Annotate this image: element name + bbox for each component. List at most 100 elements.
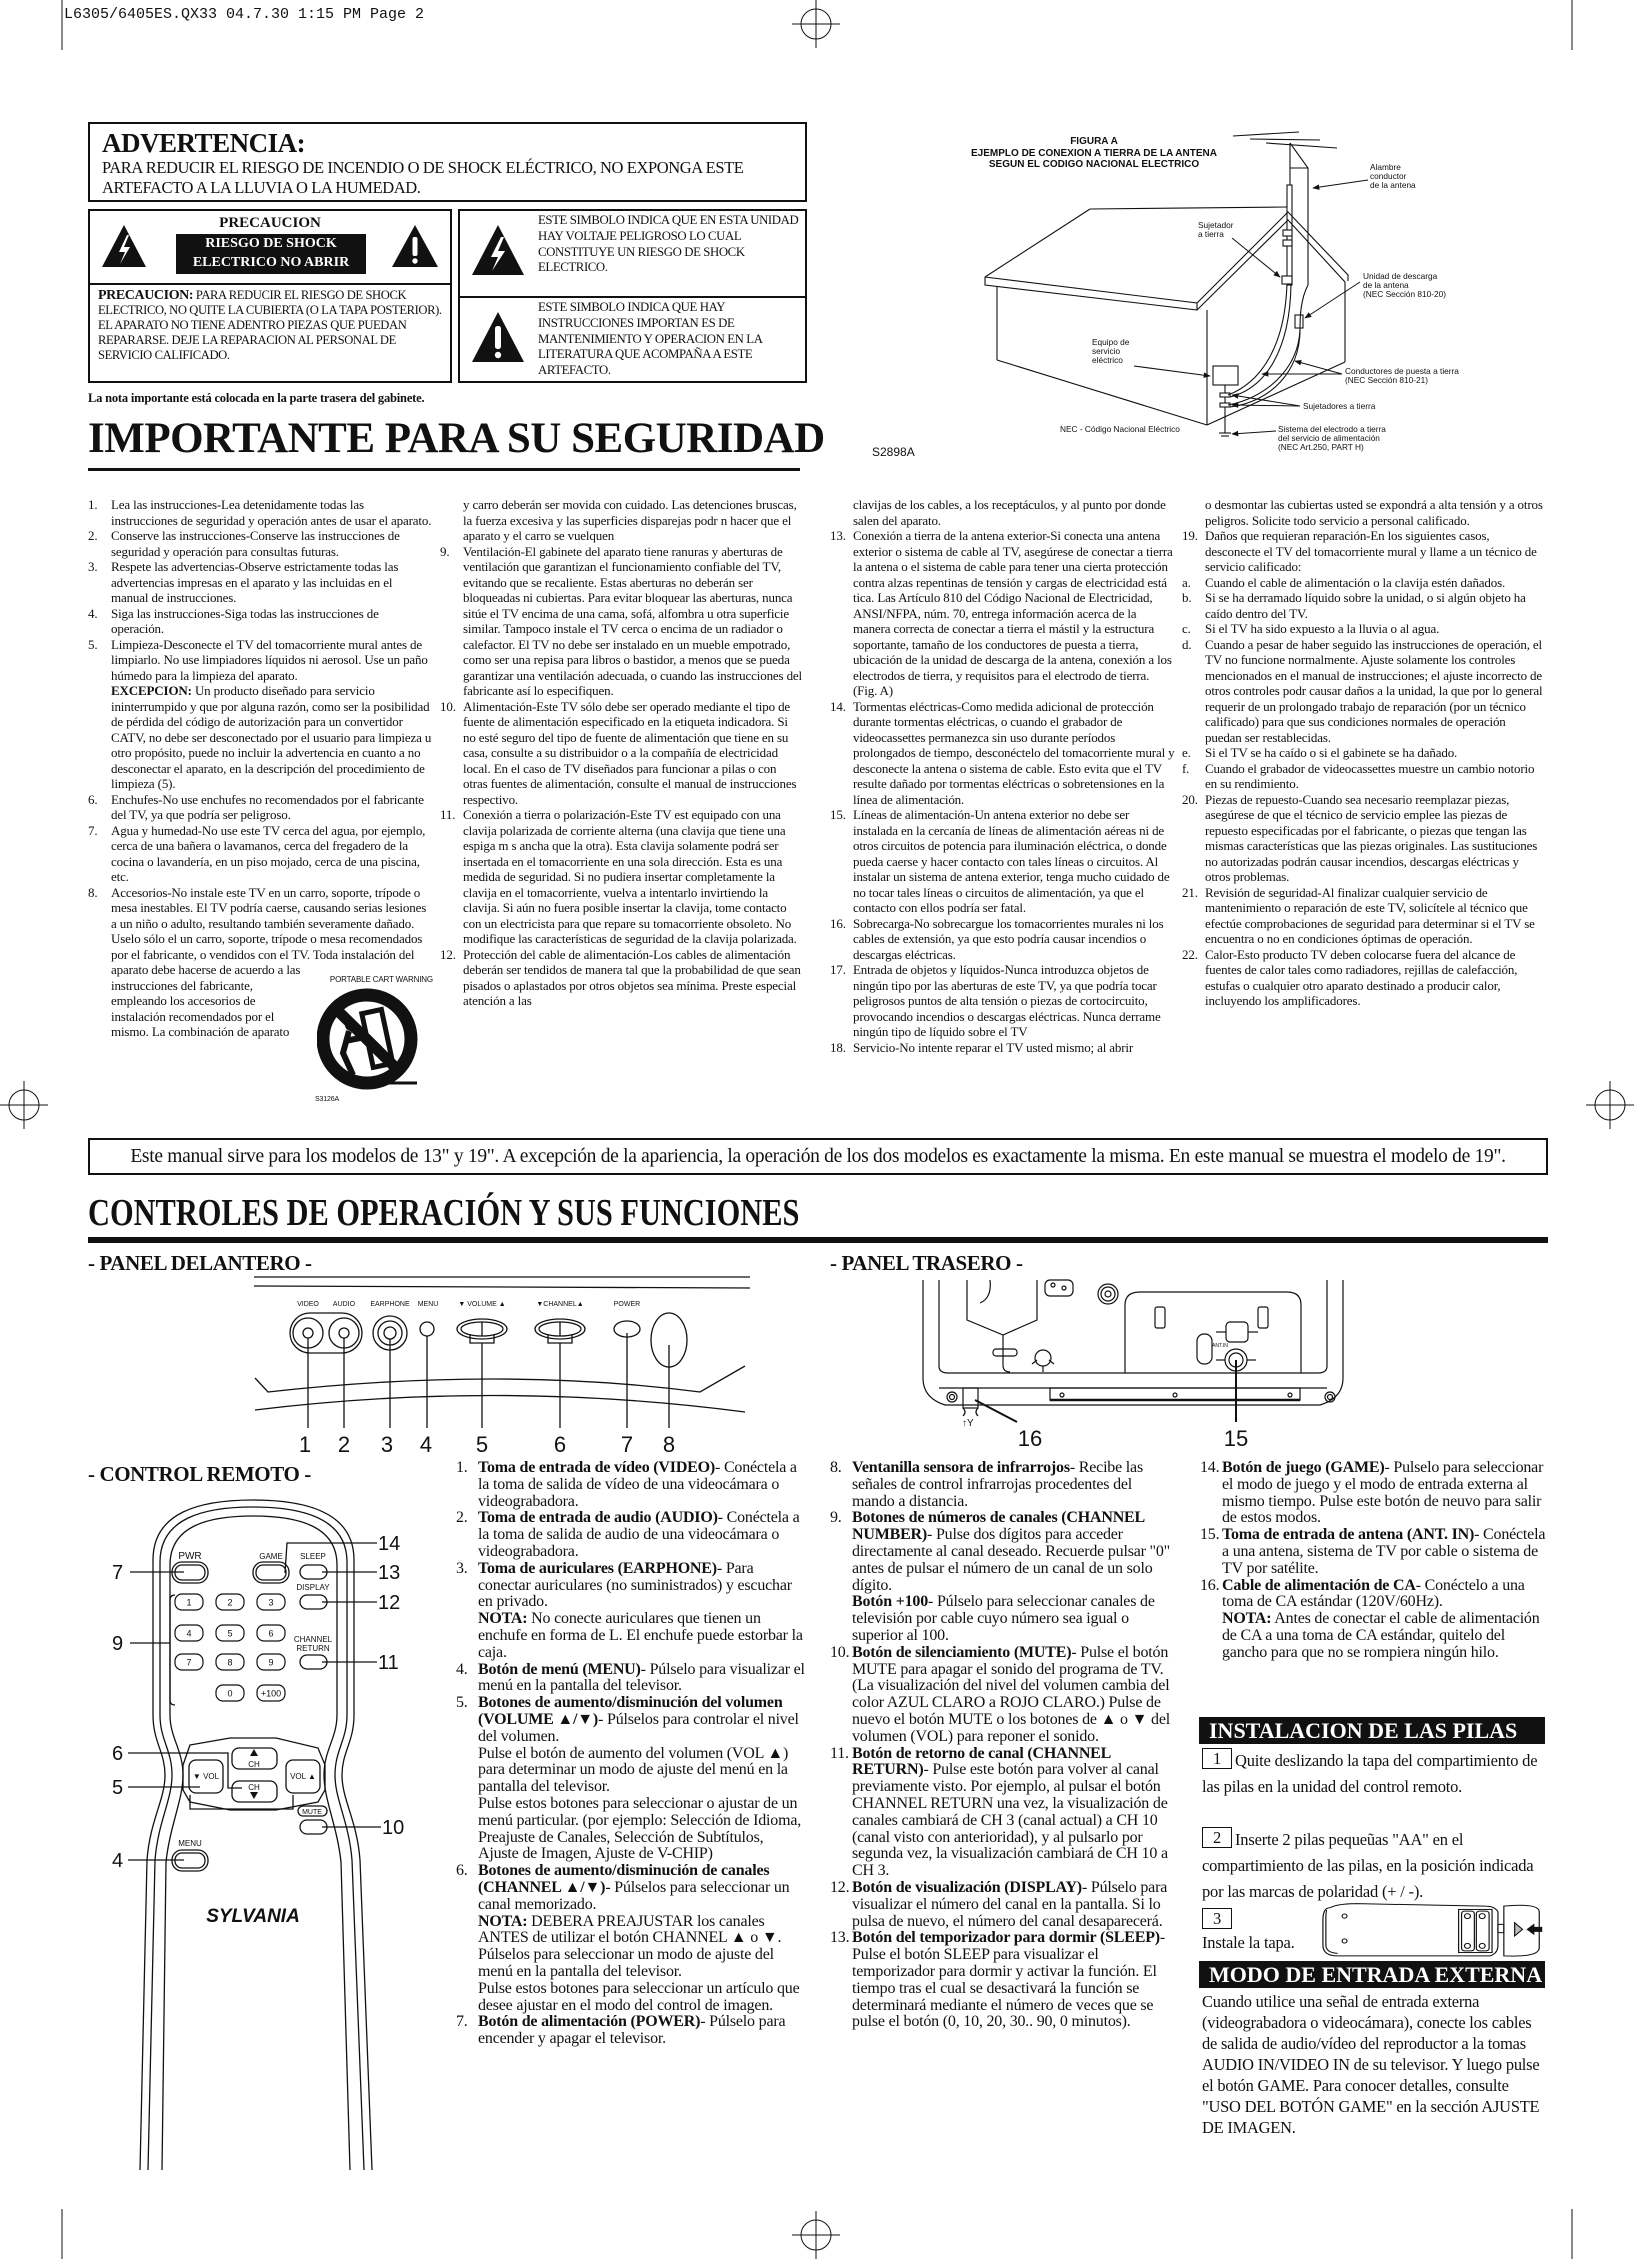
print-slug: L6305/6405ES.QX33 04.7.30 1:15 PM Page 2 [64,6,425,23]
remote-key-8 [215,1653,245,1671]
safety-item: b.Si se ha derramado líquido sobre la un… [1182,590,1544,621]
callout-number: 15 [1224,1426,1248,1450]
cart-tipover-icon [317,988,418,1090]
item-number: 20. [1182,791,1198,807]
control-item: 4.Botón de menú (MENU)- Púlselo para vis… [456,1660,806,1696]
vol-up-label: VOL ▲ [290,1772,316,1781]
item-text: - Púlselos para seleccionar un canal mem… [478,1878,790,1913]
lightning-triangle-icon [102,225,146,267]
item-text: - Pulse este botón para volver al canal … [852,1761,1168,1880]
model-note: Este manual sirve para los modelos de 13… [88,1138,1548,1175]
item-title: Botones de aumento/disminución de canale… [478,1862,770,1896]
item-note: Botón +100- Púlselo para seleccionar can… [852,1593,1176,1644]
item-number: 19. [1182,528,1198,543]
control-item: 16.Cable de alimentación de CA- Conéctel… [1200,1576,1550,1662]
item-number: 3. [456,1559,468,1577]
step-number: 1 [1202,1748,1232,1769]
safety-item: EXCEPCION: Un producto diseñado para ser… [88,683,433,792]
item-number: 5. [88,636,98,652]
item-number: 9. [440,543,450,559]
safety-item: 14.Tormentas eléctricas-Como medida adic… [830,699,1176,808]
game-label: GAME [259,1552,283,1561]
warning-text: PARA REDUCIR EL RIESGO DE INCENDIO O DE … [102,158,744,197]
item-text: Accesorios-No instale este TV en un carr… [111,884,427,1040]
item-number: 13. [830,1929,850,1947]
note-bold: Botón +100 [852,1593,929,1611]
safety-column: clavijas de los cables, a los receptácul… [830,497,1176,1117]
item-number: 4. [456,1660,468,1678]
item-number: 22. [1182,946,1198,962]
safety-item: 20.Piezas de repuesto-Cuando sea necesar… [1182,792,1544,885]
item-title: Botón de visualización (DISPLAY) [852,1878,1082,1896]
control-item: 10.Botón de silenciamiento (MUTE)- Pulse… [830,1644,1176,1746]
remote-label: - CONTROL REMOTO - [88,1462,311,1486]
item-title: Botón del temporizador para dormir (SLEE… [852,1929,1160,1947]
safety-column: o desmontar las cubiertas usted se expon… [1182,497,1544,1117]
safety-item: 7.Agua y humedad-No use este TV cerca de… [88,823,433,885]
safety-item: 17.Entrada de objetos y líquidos-Nunca i… [830,962,1176,1040]
callout-number: 2 [338,1432,350,1457]
item-number: 11. [830,1744,849,1762]
caution-label: PRECAUCION: [98,288,194,303]
callout-number: 4 [112,1850,123,1872]
item-number: 12. [830,1878,850,1896]
note-text: No conecte auriculares que tienen un enc… [478,1610,803,1661]
item-text: Calor-Esto producto TV deben colocarse f… [1205,946,1518,1009]
safety-item: 11.Conexión a tierra o polarización-Este… [440,807,802,947]
front-panel-label: POWER [614,1301,640,1308]
item-note: Pulse estos botones para seleccionar o a… [478,1795,806,1863]
item-text: - Conéctela a una antena, sistema de TV … [1222,1526,1546,1577]
note-text: Pulse estos botones para seleccionar un … [478,1979,800,2014]
item-number: 6. [456,1862,468,1880]
safety-item: c.Si el TV ha sido expuesto a la lluvia … [1182,621,1544,637]
symbol-text: ESTE SIMBOLO INDICA QUE EN ESTA UNIDAD H… [538,213,799,275]
control-item: 2.Toma de entrada de audio (AUDIO)- Coné… [456,1509,806,1560]
ant-in-label: ANT.IN [1212,1343,1228,1349]
front-panel-label: AUDIO [333,1301,356,1308]
remote-key-label: 0 [227,1689,232,1699]
item-text: Sobrecarga-No sobrecargue los tomacorrie… [853,915,1164,962]
item-text: Alimentación-Este TV sólo debe ser opera… [463,698,797,807]
symbol-row: ESTE SIMBOLO INDICA QUE EN ESTA UNIDAD H… [460,211,805,296]
item-note: NOTA: No conecte auriculares que tienen … [478,1610,806,1661]
item-number: 15. [1200,1526,1220,1544]
item-number: a. [1182,574,1191,590]
caution-box: PRECAUCION RIESGO DE SHOCK ELECTRICO NO … [88,209,452,383]
safety-item: f.Cuando el grabador de videocassettes m… [1182,761,1544,792]
figure-title: FIGURA A [1070,136,1118,147]
safety-title: IMPORTANTE PARA SU SEGURIDAD [88,415,825,462]
item-text: - Conéctelo a una toma de CA estándar (1… [1222,1576,1525,1611]
callout-number: 8 [663,1432,675,1457]
figure-label: del servicio de alimentación [1278,433,1380,443]
front-panel-label: ▼ VOLUME ▲ [458,1301,505,1308]
item-text: Líneas de alimentación-Un antena exterio… [853,807,1170,915]
safety-item: 8.Accesorios-No instale este TV en un ca… [88,885,433,1040]
item-number: 18. [830,1039,846,1055]
item-text: Protección del cable de alimentación-Los… [463,946,801,1009]
item-title: Botón de alimentación (POWER) [478,2013,701,2031]
banner-line: ELECTRICO NO ABRIR [192,255,350,270]
front-panel-label: VIDEO [297,1301,319,1308]
item-title: Toma de entrada de antena (ANT. IN) [1222,1526,1475,1544]
safety-column: y carro deberán ser movida con cuidado. … [440,497,802,1117]
sleep-label: SLEEP [300,1552,326,1561]
item-title: Botón de juego (GAME) [1222,1459,1385,1476]
remote-control-diagram: PWR GAME SLEEP DISPLAY CHANNEL RETURN CH… [112,1499,404,2170]
pwr-label: PWR [178,1551,201,1562]
front-panel-label: - PANEL DELANTERO - [88,1251,312,1275]
item-title: Botones de números de canales (CHANNEL N… [852,1509,1145,1544]
batteries-title: INSTALACION DE LAS PILAS [1199,1717,1545,1744]
figure-label: de la antena [1370,180,1416,190]
callout-number: 14 [378,1533,400,1555]
figure-label: (NEC Sección 810-21) [1345,375,1428,385]
safety-item: 9.Ventilación-El gabinete del aparato ti… [440,544,802,699]
item-text: - Conéctela a la toma de salida de vídeo… [478,1459,797,1510]
display-label: DISPLAY [296,1583,330,1592]
item-number: 1. [456,1459,468,1476]
item-bold: EXCEPCION: [111,683,192,698]
crosshair-right-icon [1586,1081,1634,1129]
item-number: 11. [440,807,456,822]
item-number: 17. [830,962,846,977]
